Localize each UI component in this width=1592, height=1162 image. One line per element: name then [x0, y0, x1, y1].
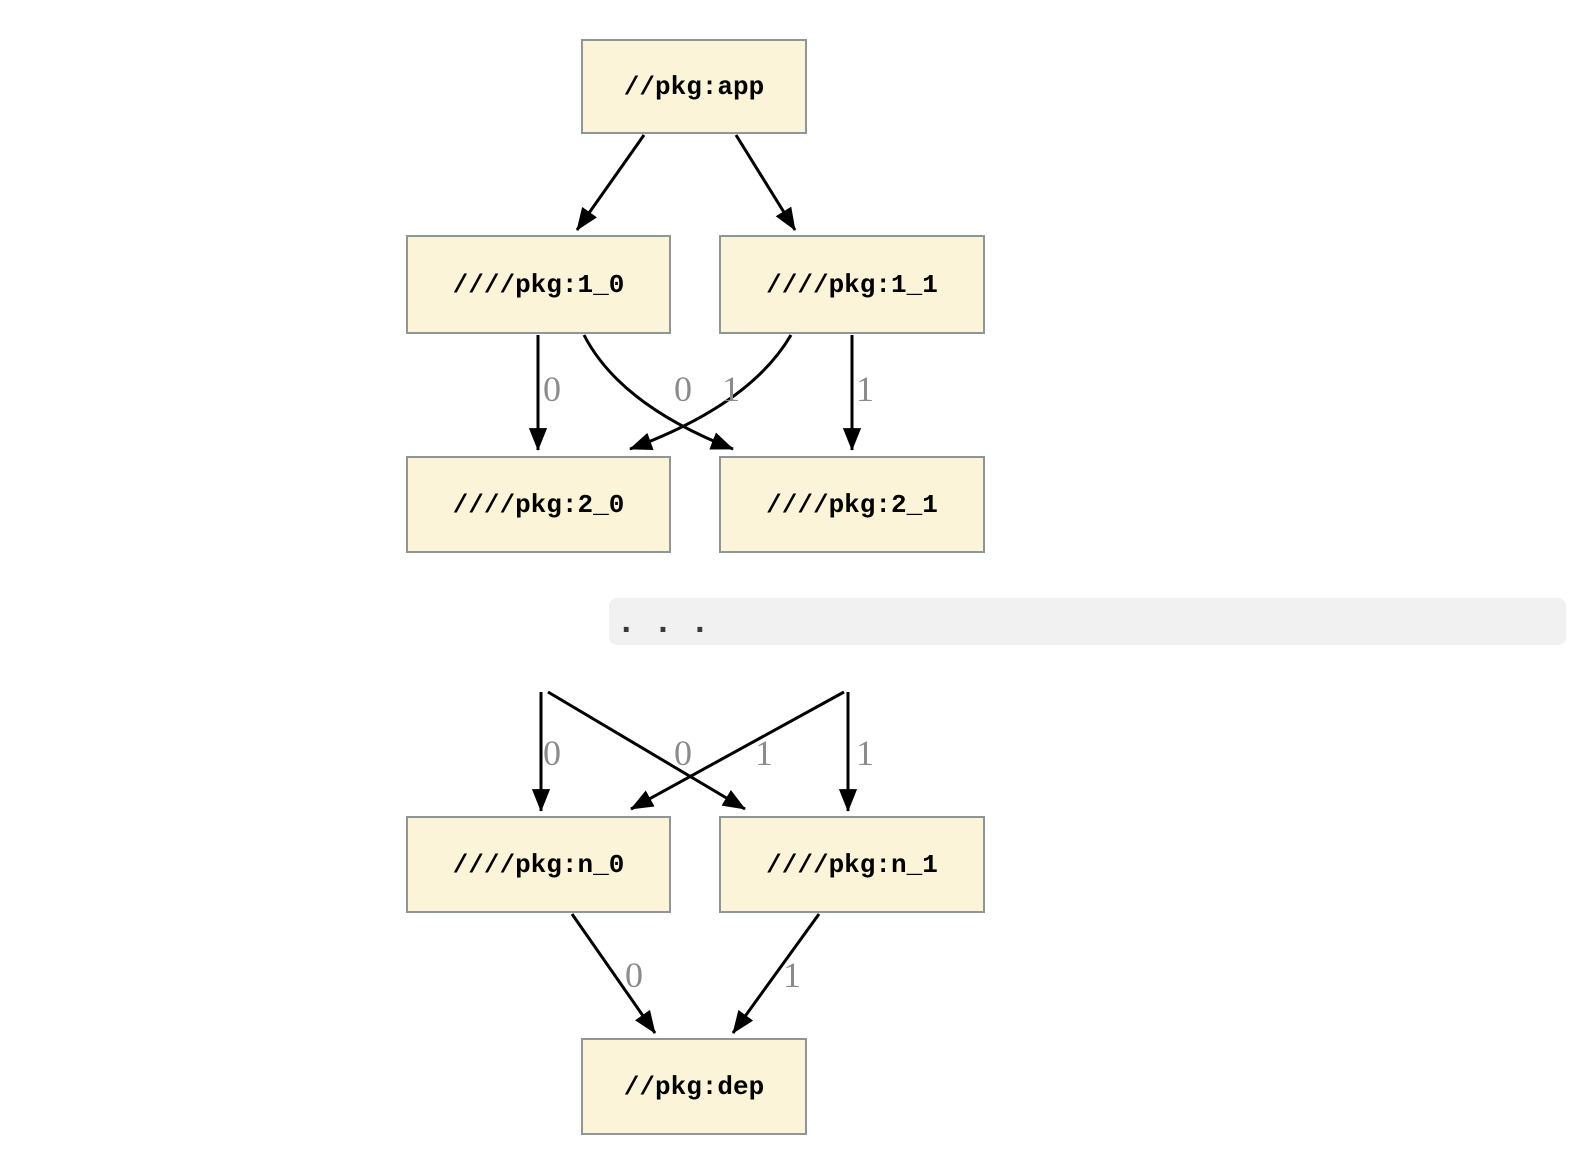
edge-n-1-to-dep	[731, 913, 821, 1034]
edge-label-n-1-to-dep: 1	[783, 955, 801, 995]
node-pkg-1-0: ////pkg:1_0	[406, 235, 671, 334]
edge-app-to-1-1	[734, 134, 797, 231]
edge-label-n-0-to-dep: 0	[625, 955, 643, 995]
edge-prev-to-n-0-cross	[630, 690, 845, 811]
edge-label-1-0-to-2-0: 0	[543, 369, 561, 409]
edge-1-1-to-2-0	[629, 334, 793, 451]
edge-label-1-1-to-2-0: 0	[674, 369, 692, 409]
node-pkg-n-1: ////pkg:n_1	[719, 816, 985, 913]
ellipsis-band: . . .	[609, 598, 1566, 645]
edge-label-1-0-to-2-1: 1	[722, 369, 740, 409]
node-pkg-dep: //pkg:dep	[581, 1038, 807, 1135]
edge-label-prev-to-n-0-cross: 0	[674, 733, 692, 773]
node-pkg-n-0: ////pkg:n_0	[406, 816, 671, 913]
node-pkg-app: //pkg:app	[581, 39, 807, 134]
ellipsis-dots: . . .	[616, 605, 710, 643]
edge-n-0-to-dep	[570, 913, 657, 1034]
edge-app-to-1-0	[575, 134, 646, 231]
edge-label-prev-to-n-1-cross: 1	[755, 733, 773, 773]
edge-label-prev-to-n-1-straight: 1	[856, 733, 874, 773]
node-pkg-2-1: ////pkg:2_1	[719, 456, 985, 553]
node-pkg-1-1: ////pkg:1_1	[719, 235, 985, 334]
edge-label-1-1-to-2-1: 1	[856, 369, 874, 409]
edge-label-prev-to-n-0-straight: 0	[543, 733, 561, 773]
edge-prev-to-n-1-cross	[547, 690, 746, 811]
edge-1-0-to-2-1	[582, 334, 734, 451]
node-pkg-2-0: ////pkg:2_0	[406, 456, 671, 553]
